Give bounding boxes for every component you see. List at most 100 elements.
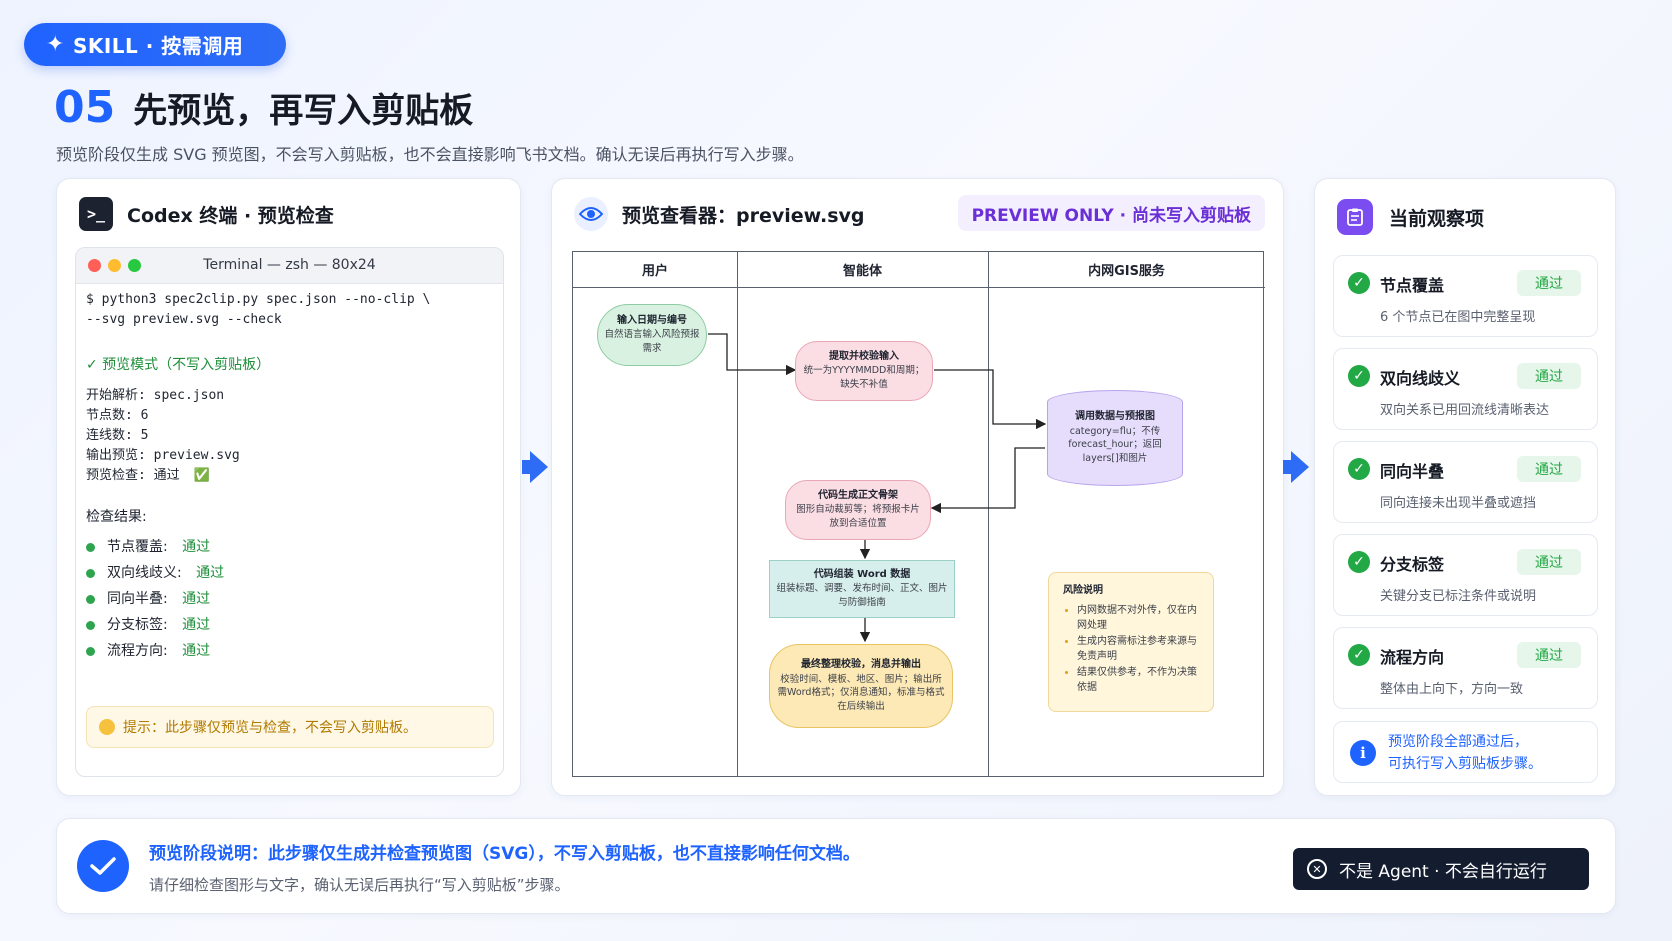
result-status: 通过: [196, 565, 225, 581]
results-title: 检查结果:: [86, 509, 147, 525]
output-line: 输出预览: preview.svg: [86, 448, 240, 463]
check-circle-icon: ✓: [1348, 272, 1370, 294]
bullet-icon: [86, 620, 95, 630]
minimize-dot-icon[interactable]: [108, 259, 121, 272]
result-label: 分支标签:: [107, 617, 168, 633]
check-line: 预览检查: 通过 ✅: [86, 464, 210, 483]
result-label: 流程方向:: [107, 643, 168, 659]
pass-badge: 通过: [1517, 270, 1581, 296]
node-desc: 自然语言输入风险预报需求: [604, 329, 700, 355]
pass-badge: 通过: [1517, 456, 1581, 482]
eye-icon: [574, 197, 608, 231]
command-line-2: --svg preview.svg --check: [86, 312, 282, 327]
lane-header-user: 用户: [573, 252, 737, 288]
node-final-output: 最终整理校验，消息并输出 校验时间、模板、地区、图片；输出所需Word格式；仅消…: [769, 644, 953, 728]
terminal-titlebar: Terminal — zsh — 80x24: [76, 248, 503, 284]
terminal-window[interactable]: Terminal — zsh — 80x24 $ python3 spec2cl…: [75, 247, 504, 777]
node-input-date: 输入日期与编号 自然语言输入风险预报需求: [597, 304, 707, 366]
check-circle-icon: ✓: [1348, 365, 1370, 387]
check-circle-icon: ✓: [1348, 644, 1370, 666]
result-label: 同向半叠:: [107, 591, 168, 607]
observation-item-title: 节点覆盖: [1380, 276, 1445, 295]
risk-list: 内网数据不对外传，仅在内网处理 生成内容需标注参考来源与免责声明 结果仅供参考，…: [1077, 603, 1199, 696]
check-badge-icon: [77, 840, 129, 892]
lightbulb-icon: [99, 719, 115, 735]
terminal-icon: >_: [79, 197, 113, 231]
observation-item: ✓ 同向半叠 通过 同向连接未出现半叠或遮挡: [1333, 441, 1598, 523]
observation-item-title: 同向半叠: [1380, 462, 1445, 481]
tip-box: 提示：此步骤仅预览与检查，不会写入剪贴板。: [86, 706, 494, 748]
tip-text: 提示：此步骤仅预览与检查，不会写入剪贴板。: [123, 720, 417, 736]
lane-header-agent: 智能体: [737, 252, 988, 288]
nodes-line: 节点数: 6: [86, 408, 149, 423]
info-text: 预览阶段全部通过后， 可执行写入剪贴板步骤。: [1388, 732, 1542, 775]
node-title: 提取并校验输入: [829, 350, 899, 362]
skill-badge-label: SKILL · 按需调用: [72, 34, 244, 58]
node-title: 最终整理校验，消息并输出: [801, 659, 921, 671]
close-circle-icon: ✕: [1307, 859, 1327, 879]
node-desc: 校验时间、模板、地区、图片；输出所需Word格式；仅消息通知，标准与格式在后续输…: [777, 673, 945, 713]
result-row: 同向半叠: 通过: [86, 588, 210, 608]
parse-line: 开始解析: spec.json: [86, 388, 225, 403]
risk-title: 风险说明: [1063, 585, 1103, 596]
observation-item: ✓ 分支标签 通过 关键分支已标注条件或说明: [1333, 534, 1598, 616]
node-desc: 统一为YYYYMMDD和周期；缺失不补值: [803, 365, 925, 391]
risk-item: 结果仅供参考，不作为决策依据: [1077, 665, 1199, 696]
observation-item-desc: 整体由上向下，方向一致: [1380, 682, 1524, 697]
terminal-card: >_ Codex 终端 · 预览检查 Terminal — zsh — 80x2…: [56, 178, 521, 796]
check-emoji-icon: ✅: [193, 468, 210, 483]
pass-badge: 通过: [1517, 642, 1581, 668]
node-desc: 组装标题、调要、发布时间、正文、图片与防御指南: [776, 583, 948, 609]
result-status: 通过: [182, 617, 211, 633]
check-line-text: 预览检查: 通过: [86, 468, 180, 483]
terminal-card-header: >_ Codex 终端 · 预览检查: [79, 197, 334, 231]
observation-title: 当前观察项: [1389, 207, 1485, 230]
edges-line: 连线数: 5: [86, 428, 149, 443]
result-row: 双向线歧义: 通过: [86, 562, 224, 582]
node-title: 输入日期与编号: [617, 314, 687, 326]
node-title: 代码生成正文骨架: [818, 489, 898, 501]
lane-divider: [737, 252, 738, 776]
node-call-data-db: 调用数据与预报图 category=flu；不传forecast_hour；返回…: [1047, 390, 1183, 486]
observation-item-desc: 同向连接未出现半叠或遮挡: [1380, 496, 1537, 511]
terminal-card-title: Codex 终端 · 预览检查: [127, 204, 334, 227]
preview-viewer-header: 预览查看器：preview.svg: [574, 197, 865, 231]
arrow-right-icon: [1291, 451, 1309, 483]
bottom-notice: 预览阶段说明：此步骤仅生成并检查预览图（SVG），不写入剪贴板，也不直接影响任何…: [56, 818, 1616, 914]
notice-title: 预览阶段说明：此步骤仅生成并检查预览图（SVG），不写入剪贴板，也不直接影响任何…: [149, 844, 860, 864]
not-agent-label: 不是 Agent · 不会自行运行: [1339, 861, 1547, 882]
check-circle-icon: ✓: [1348, 458, 1370, 480]
pass-badge: 通过: [1517, 549, 1581, 575]
info-icon: i: [1350, 740, 1376, 766]
node-desc: 图形自动裁剪等；将预报卡片放到合适位置: [796, 504, 920, 530]
observation-item-title: 流程方向: [1380, 648, 1445, 667]
node-title: 调用数据与预报图: [1075, 411, 1155, 423]
info-box: i 预览阶段全部通过后， 可执行写入剪贴板步骤。: [1333, 721, 1598, 783]
preview-only-badge: PREVIEW ONLY · 尚未写入剪贴板: [957, 195, 1265, 231]
sparkle-icon: ✦: [46, 32, 65, 57]
observation-item-title: 双向线歧义: [1380, 369, 1461, 388]
result-status: 通过: [182, 539, 211, 555]
skill-badge: ✦ SKILL · 按需调用: [24, 23, 286, 66]
maximize-dot-icon[interactable]: [128, 259, 141, 272]
observation-header: 当前观察项: [1337, 199, 1484, 235]
node-extract-validate: 提取并校验输入 统一为YYYYMMDD和周期；缺失不补值: [795, 341, 933, 401]
pass-badge: 通过: [1517, 363, 1581, 389]
node-assemble-word: 代码组装 Word 数据 组装标题、调要、发布时间、正文、图片与防御指南: [769, 560, 955, 618]
observation-item: ✓ 双向线歧义 通过 双向关系已用回流线清晰表达: [1333, 348, 1598, 430]
result-row: 分支标签: 通过: [86, 614, 210, 634]
not-agent-button[interactable]: ✕ 不是 Agent · 不会自行运行: [1293, 848, 1589, 890]
arrow-right-icon: [1283, 460, 1293, 474]
result-status: 通过: [182, 591, 211, 607]
arrow-right-icon: [522, 460, 532, 474]
observation-item: ✓ 节点覆盖 通过 6 个节点已在图中完整呈现: [1333, 255, 1598, 337]
title-text: 先预览，再写入剪贴板: [133, 91, 474, 131]
result-row: 节点覆盖: 通过: [86, 536, 210, 556]
observation-item-desc: 关键分支已标注条件或说明: [1380, 589, 1537, 604]
observation-item: ✓ 流程方向 通过 整体由上向下，方向一致: [1333, 627, 1598, 709]
page-title: 05 先预览，再写入剪贴板: [54, 82, 473, 133]
node-desc: category=flu；不传forecast_hour；返回layers[]和…: [1068, 425, 1162, 465]
close-dot-icon[interactable]: [88, 259, 101, 272]
subtitle: 预览阶段仅生成 SVG 预览图，不会写入剪贴板，也不会直接影响飞书文档。确认无误…: [56, 145, 804, 164]
arrow-right-icon: [530, 451, 548, 483]
